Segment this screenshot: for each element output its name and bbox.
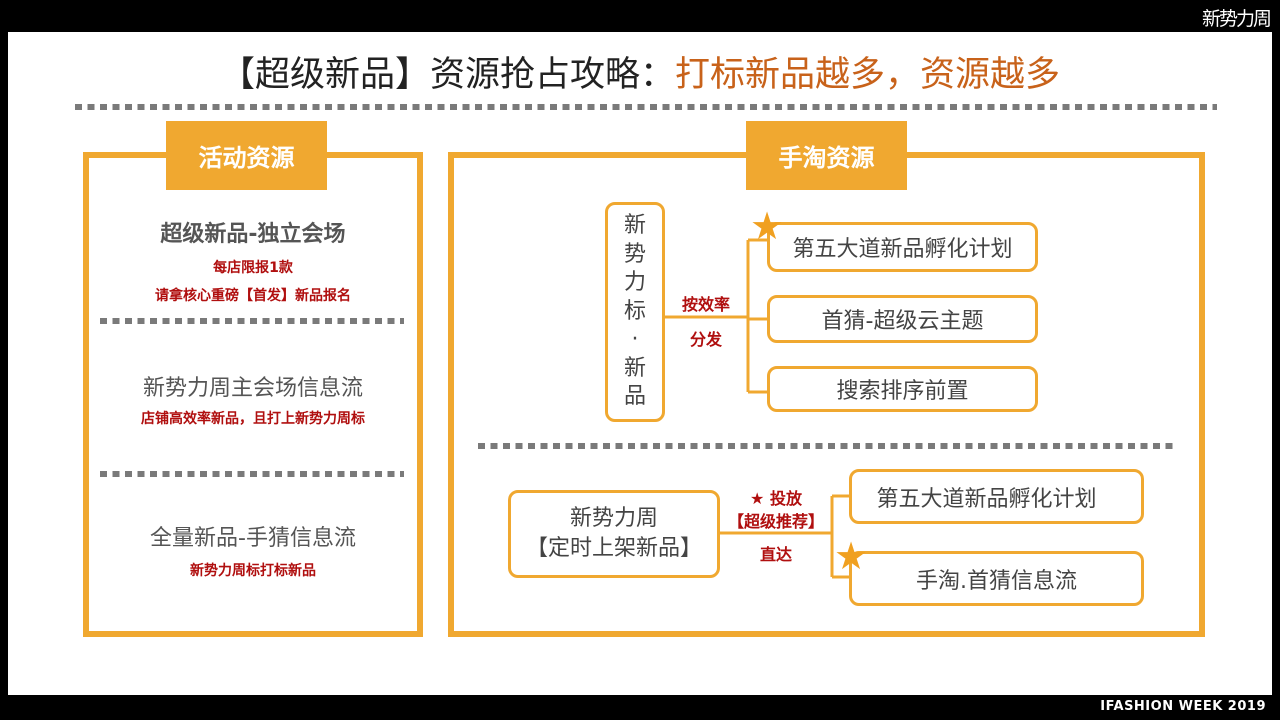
title-divider bbox=[75, 104, 1217, 110]
section-heading: 新势力周主会场信息流 bbox=[142, 376, 363, 401]
section-note: 每店限报1款 bbox=[213, 260, 293, 276]
page-title: 【超级新品】资源抢占攻略：打标新品越多，资源越多 bbox=[0, 46, 1280, 97]
section-heading: 全量新品-手猜信息流 bbox=[150, 526, 356, 551]
section-divider bbox=[100, 318, 404, 324]
target-node: 搜索排序前置 bbox=[767, 366, 1038, 412]
footer-label: IFASHION WEEK 2019 bbox=[1100, 699, 1266, 714]
top-connector bbox=[664, 238, 770, 394]
target-node: 第五大道新品孵化计划 bbox=[849, 469, 1144, 524]
node-char: 力 bbox=[623, 270, 646, 296]
node-char: 新 bbox=[623, 212, 646, 238]
target-node: 第五大道新品孵化计划 bbox=[767, 222, 1038, 272]
node-char: 势 bbox=[623, 241, 646, 267]
section-divider bbox=[100, 471, 404, 477]
node-line: 新势力周 bbox=[569, 506, 658, 532]
target-node: 首猜-超级云主题 bbox=[767, 295, 1038, 343]
section-note: 请拿核心重磅【首发】新品报名 bbox=[155, 288, 351, 304]
brand-logo: 新势力周 bbox=[1201, 8, 1272, 30]
edge-label: 分发 bbox=[689, 330, 722, 349]
section-note: 店铺高效率新品，且打上新势力周标 bbox=[141, 411, 365, 427]
new-power-week-node: 新势力周 【定时上架新品】 bbox=[508, 490, 720, 578]
activity-resources-panel bbox=[83, 152, 423, 637]
edge-label: 按效率 bbox=[681, 295, 730, 314]
node-char: 品 bbox=[623, 384, 646, 410]
title-main: 【超级新品】资源抢占攻略： bbox=[219, 55, 675, 95]
target-node: 手淘.首猜信息流 bbox=[849, 551, 1144, 606]
node-char: 新 bbox=[623, 355, 646, 381]
edge-label: 【超级推荐】 bbox=[727, 512, 824, 531]
bottom-connector bbox=[719, 494, 852, 579]
title-highlight: 打标新品越多，资源越多 bbox=[675, 55, 1061, 95]
edge-label: ★ 投放 bbox=[750, 489, 802, 508]
section-heading: 超级新品-独立会场 bbox=[160, 222, 346, 247]
node-char: 标 bbox=[623, 298, 646, 324]
new-power-tag-node: 新 势 力 标 · 新 品 bbox=[605, 202, 665, 422]
star-icon: ★ bbox=[834, 534, 869, 578]
node-line: 【定时上架新品】 bbox=[525, 536, 702, 561]
node-char: · bbox=[631, 327, 639, 353]
star-icon: ★ bbox=[750, 204, 785, 248]
activity-resources-tab: 活动资源 bbox=[166, 121, 327, 190]
section-divider bbox=[478, 443, 1174, 449]
section-note: 新势力周标打标新品 bbox=[190, 563, 316, 579]
edge-label: 直达 bbox=[759, 545, 792, 564]
mobile-taobao-resources-tab: 手淘资源 bbox=[746, 121, 907, 190]
